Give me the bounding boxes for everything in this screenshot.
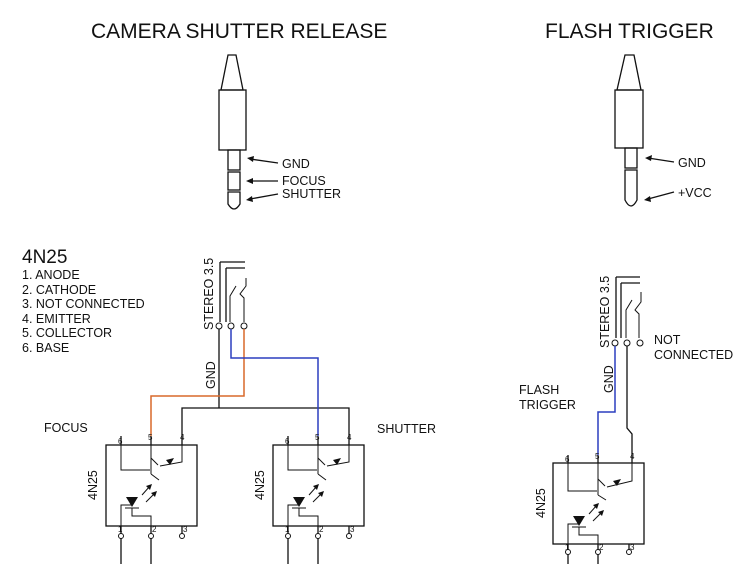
not-connected-label-line1: NOT — [654, 333, 681, 347]
ic3-pin4: 4 — [630, 452, 635, 461]
release-shutter-label: SHUTTER — [282, 187, 341, 201]
release-gnd-label: GND — [282, 157, 310, 171]
ic1-pin2: 2 — [152, 525, 157, 534]
flash-gnd-label: GND — [678, 156, 706, 170]
left-stereo-jack — [215, 261, 248, 330]
ic3-name-label: 4N25 — [534, 488, 548, 518]
shutter-label: SHUTTER — [377, 422, 436, 436]
pinout-item-3: 3. NOT CONNECTED — [22, 297, 145, 311]
ic3-pin6: 6 — [565, 455, 570, 464]
title-camera-shutter-release: CAMERA SHUTTER RELEASE — [91, 20, 387, 43]
optocoupler-shutter — [272, 436, 365, 564]
shutter-wire — [230, 329, 319, 436]
optocoupler-flash — [552, 455, 645, 564]
focus-wire — [150, 329, 245, 436]
release-plug — [218, 54, 247, 210]
pinout-item-5: 5. COLLECTOR — [22, 326, 112, 340]
right-gnd-label: GND — [602, 365, 616, 393]
left-stereo-label: STEREO 3.5 — [202, 258, 216, 330]
flash-plug — [614, 54, 644, 207]
ic3-pin3: 3 — [630, 543, 635, 552]
release-focus-label: FOCUS — [282, 174, 326, 188]
flash-trigger-label-line1: FLASH — [519, 383, 559, 397]
ic3-pin2: 2 — [599, 543, 604, 552]
ic1-pin4: 4 — [180, 433, 185, 442]
ic2-pin2: 2 — [319, 525, 324, 534]
focus-label: FOCUS — [44, 421, 88, 435]
left-gnd-label: GND — [204, 361, 218, 389]
ic3-pin5: 5 — [595, 452, 600, 461]
ic1-pin1: 1 — [118, 525, 123, 534]
right-stereo-jack — [611, 276, 644, 347]
release-plug-arrows — [246, 156, 279, 202]
pinout-title: 4N25 — [22, 247, 67, 268]
ic1-name-label: 4N25 — [86, 470, 100, 500]
flash-plug-arrows — [644, 155, 675, 202]
ic1-pin5: 5 — [148, 433, 153, 442]
ic1-pin6: 6 — [118, 437, 123, 446]
pinout-item-1: 1. ANODE — [22, 268, 80, 282]
flash-gnd-wire — [626, 346, 633, 455]
ic2-pin5: 5 — [315, 433, 320, 442]
left-gnd-wires — [181, 329, 350, 436]
not-connected-label-line2: CONNECTED — [654, 348, 733, 362]
ic2-pin1: 1 — [285, 525, 290, 534]
right-stereo-label: STEREO 3.5 — [598, 276, 612, 348]
pinout-item-2: 2. CATHODE — [22, 283, 96, 297]
title-flash-trigger: FLASH TRIGGER — [545, 20, 714, 43]
ic1-pin3: 3 — [183, 525, 188, 534]
ic2-name-label: 4N25 — [253, 470, 267, 500]
pinout-item-4: 4. EMITTER — [22, 312, 91, 326]
optocoupler-focus — [105, 436, 198, 564]
ic3-pin1: 1 — [565, 543, 570, 552]
flash-vcc-wire — [597, 346, 616, 455]
ic2-pin6: 6 — [285, 437, 290, 446]
ic2-pin3: 3 — [350, 525, 355, 534]
ic2-pin4: 4 — [347, 433, 352, 442]
flash-vcc-label: +VCC — [678, 186, 712, 200]
flash-trigger-label-line2: TRIGGER — [519, 398, 576, 412]
pinout-item-6: 6. BASE — [22, 341, 69, 355]
